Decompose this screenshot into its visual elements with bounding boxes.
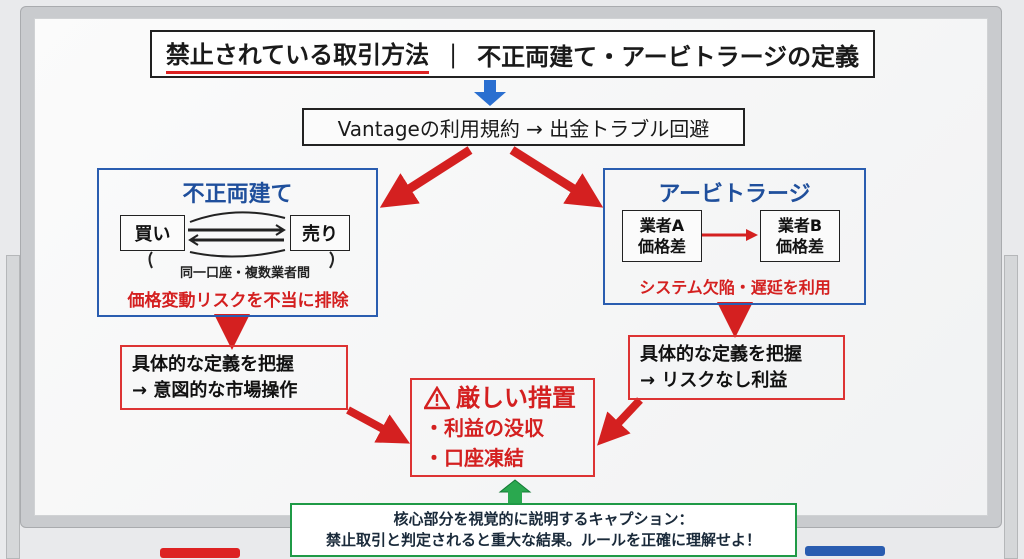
title-separator: ｜ xyxy=(441,42,466,71)
penalty-item: ・口座凍結 xyxy=(424,445,524,470)
broker-a-box: 業者A 価格差 xyxy=(622,210,702,262)
blue-down-arrow xyxy=(474,80,506,106)
caption-box: 核心部分を視覚的に説明するキャプション： 禁止取引と判定されると重大な結果。ルー… xyxy=(290,503,797,557)
red-marker xyxy=(160,548,240,558)
left-detail-box: 具体的な定義を把握 → 意図的な市場操作 xyxy=(120,345,348,410)
main-title: 禁止されている取引方法 ｜ 不正両建て・アービトラージの定義 xyxy=(150,30,875,78)
title-right: 不正両建て・アービトラージの定義 xyxy=(477,42,860,71)
broker-b-box: 業者B 価格差 xyxy=(760,210,840,262)
broker-a-price: 価格差 xyxy=(637,237,686,256)
blue-marker xyxy=(805,546,885,556)
buy-sell-arrows xyxy=(148,211,334,269)
right-panel-heading: アービトラージ xyxy=(658,182,811,207)
right-detail-box: 具体的な定義を把握 → リスクなし利益 xyxy=(628,335,845,400)
warning-icon xyxy=(424,385,450,409)
caption-line1: 核心部分を視覚的に説明するキャプション： xyxy=(393,510,694,528)
sell-box: 売り xyxy=(290,215,350,251)
left-panel-heading: 不正両建て xyxy=(182,182,293,207)
whiteboard-surface xyxy=(34,18,988,516)
subtitle: Vantageの利用規約 → 出金トラブル回避 xyxy=(302,108,745,146)
arrow-to-left-panel xyxy=(379,146,473,208)
penalty-heading: 厳しい措置 xyxy=(456,383,576,412)
green-up-arrow xyxy=(498,479,532,505)
arrow-left-to-penalty xyxy=(346,406,411,444)
broker-b-price: 価格差 xyxy=(775,237,824,256)
caption-line2: 禁止取引と判定されると重大な結果。ルールを正確に理解せよ！ xyxy=(325,531,761,549)
right-detail-line1: 具体的な定義を把握 xyxy=(640,343,802,365)
penalty-box: 厳しい措置 ・利益の没収 ・口座凍結 xyxy=(410,378,595,477)
right-panel-warning: システム欠陥・遅延を利用 xyxy=(639,278,831,297)
left-detail-line2: → 意図的な市場操作 xyxy=(132,379,298,401)
broker-b-label: 業者B xyxy=(777,216,823,235)
left-panel-warning: 価格変動リスクを不当に排除 xyxy=(127,291,349,311)
buy-box: 買い xyxy=(120,215,185,251)
title-left: 禁止されている取引方法 xyxy=(165,35,430,74)
arrow-right-to-penalty xyxy=(597,397,643,446)
right-panel: アービトラージ xyxy=(603,168,866,305)
penalty-item: ・利益の没収 xyxy=(424,415,544,440)
right-detail-line2: → リスクなし利益 xyxy=(640,369,788,391)
broker-a-label: 業者A xyxy=(639,216,685,235)
left-detail-line1: 具体的な定義を把握 xyxy=(132,353,294,375)
left-panel: 不正両建て xyxy=(97,168,378,317)
arrow-to-right-panel xyxy=(509,146,604,208)
left-panel-note: 同一口座・複数業者間 xyxy=(179,266,310,281)
